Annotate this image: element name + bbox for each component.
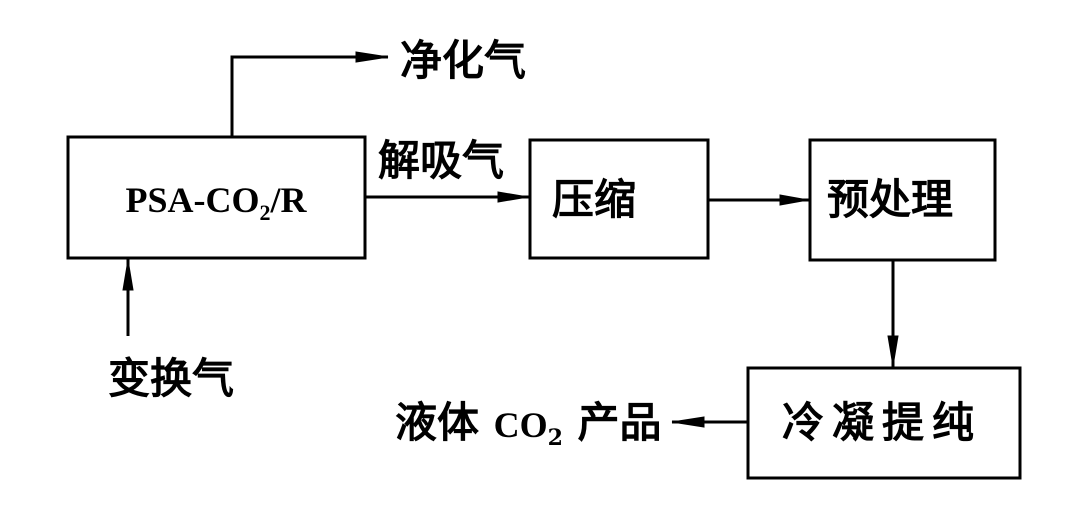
liquid-co2-product-label: 液体 CO2 产品 (395, 398, 662, 451)
compression-box (528, 138, 710, 260)
arrowhead-shift-gas (122, 259, 134, 291)
pretreatment-label: 预处理 (827, 175, 953, 224)
arrowhead-product (671, 416, 705, 428)
flow-line-purified-gas (230, 55, 388, 137)
psa-co2-r-label: PSA-CO2/R (126, 180, 308, 225)
purified-gas-label: 净化气 (400, 36, 526, 85)
compression-label: 压缩 (552, 175, 636, 224)
arrowhead-purified-gas (355, 51, 389, 63)
pretreatment-box (808, 138, 997, 262)
condensation-purification-box (746, 366, 1022, 480)
shift-gas-label: 变换气 (108, 354, 234, 403)
arrowhead-desorbed-gas (497, 191, 529, 203)
desorbed-gas-label: 解吸气 (378, 136, 504, 185)
arrowhead-pretreat-to-condense (887, 335, 899, 367)
condensation-purification-label: 冷凝提纯 (782, 398, 982, 447)
psa-co2-r-box (66, 135, 367, 260)
arrowhead-compress-to-pretreat (779, 194, 809, 206)
